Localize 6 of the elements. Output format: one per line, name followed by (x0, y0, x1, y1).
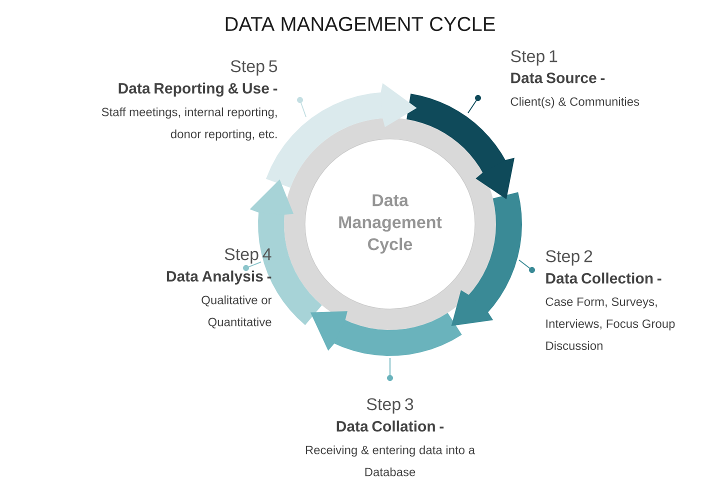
step-label: Step 1 Data Source - Client(s) & Communities (510, 50, 640, 108)
title: DATA MANAGEMENT CYCLE (226, 16, 495, 32)
step-label: Step 2 Data Collection - Case Form, Surveys, Interviews, Focus Group Discussion (546, 250, 675, 350)
step-label: Step 4 Data Analysis - Qualitative or Quantitative (166, 248, 272, 328)
step-label: Step 5 Data Reporting & Use - Staff meetings, internal reporting, donor reporting, etc. (102, 60, 278, 141)
step-label: Step 3 Data Collation - Receiving & entering data into a Database (306, 398, 475, 476)
